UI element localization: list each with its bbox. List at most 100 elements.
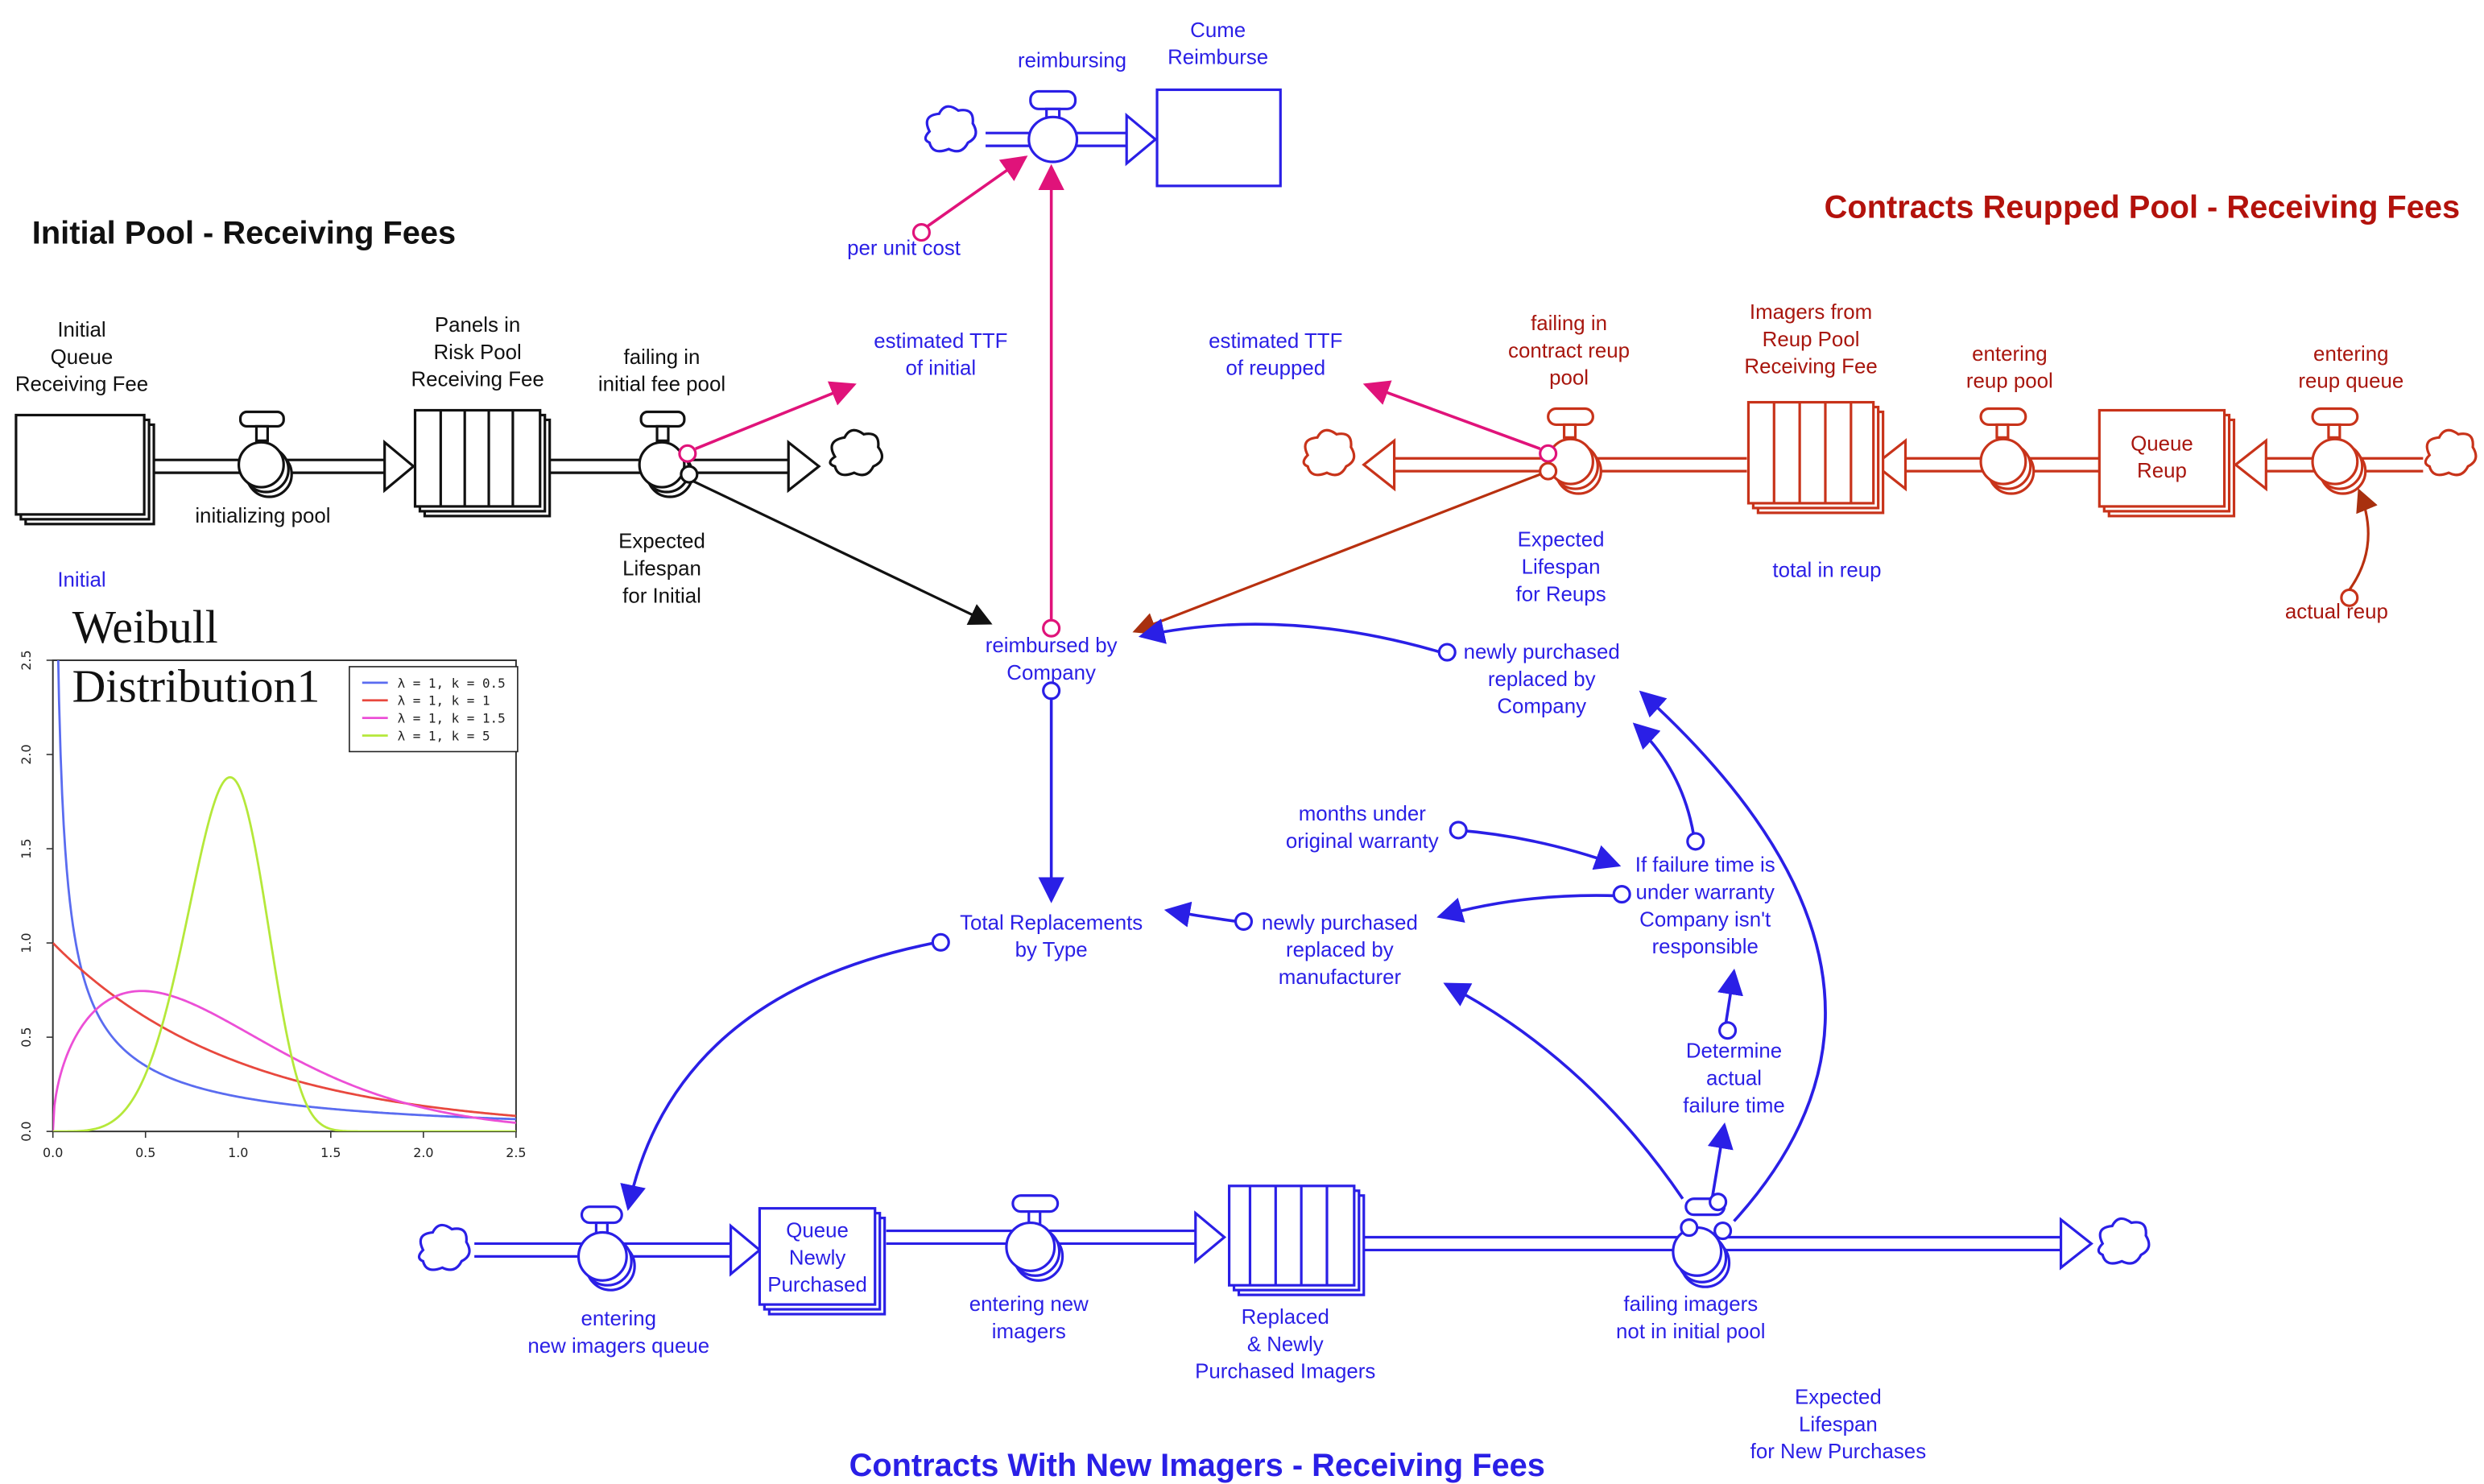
valve-entering-new-queue-icon[interactable] [577, 1205, 636, 1292]
valve-entering-reup-queue-icon[interactable] [2311, 407, 2367, 495]
flow-arrowhead [1873, 438, 1907, 492]
label-actual-reup: actual reup [2285, 601, 2388, 623]
cloud-source-reimburse-icon [924, 105, 977, 153]
chart-title-line1: Weibull [72, 602, 218, 653]
reup-pool-section [1302, 400, 2478, 518]
series-line-3 [52, 775, 516, 1132]
y-tick-label: 2.0 [19, 744, 34, 764]
cloud-sink-reup-icon [1302, 428, 1356, 477]
flow-arrowhead [2233, 438, 2267, 492]
flow-arrowhead [729, 1223, 762, 1277]
link-failing-to-ttf-initial [695, 381, 857, 450]
legend-label: λ = 1, k = 1 [398, 693, 490, 709]
cloud-sink-new-icon [2097, 1217, 2151, 1265]
y-tick-label: 2.5 [19, 650, 34, 670]
link-failing-to-reimbursed [692, 479, 993, 626]
weibull-chart: Weibull Distribution1 0.0 0.5 1.0 1.5 2.0 2.5… [19, 602, 527, 1160]
label-per-unit-cost: per unit cost [847, 237, 961, 259]
link-reup-to-reimbursed [1132, 473, 1541, 635]
x-tick-label: 2.5 [506, 1145, 526, 1160]
label-reimbursing: reimbursing [1018, 50, 1126, 72]
connector-origin [678, 444, 697, 463]
x-tick-label: 0.0 [43, 1145, 63, 1160]
chart-title-line2: Distribution1 [72, 662, 320, 713]
reup-pool-title: Contracts Reupped Pool - Receiving Fees [1825, 190, 2460, 225]
series-line-2 [52, 990, 516, 1132]
stock-queue-reup[interactable] [2098, 408, 2236, 518]
series-line-1 [52, 942, 516, 1118]
initial-pool-title: Initial Pool - Receiving Fees [32, 216, 456, 251]
y-tick-label: 1.0 [19, 932, 34, 953]
flow-arrowhead [1125, 112, 1158, 167]
stock-cume-reimburse[interactable] [1155, 88, 1282, 188]
y-tick-label: 0.5 [19, 1027, 34, 1047]
link-reup-to-ttf-reupped [1362, 380, 1541, 450]
plot-frame [52, 659, 517, 1133]
x-tick-label: 1.5 [320, 1145, 341, 1160]
label-initial: Initial [57, 568, 105, 591]
link-unit-cost-to-reimbursing [927, 155, 1028, 228]
valve-entering-reup-pool-icon[interactable] [1979, 407, 2036, 495]
valve-reimbursing-icon[interactable] [1027, 89, 1079, 163]
valve-initializing-pool-icon[interactable] [237, 410, 293, 498]
valve-entering-new-imagers-icon[interactable] [1005, 1194, 1064, 1282]
stock-queue-newly-purchased[interactable] [758, 1207, 887, 1316]
connector-origin [1539, 444, 1558, 463]
cloud-source-new-icon [417, 1223, 471, 1271]
label-total-in-reup: total in reup [1772, 560, 1881, 582]
stock-initial-queue[interactable] [14, 413, 155, 526]
valve-failing-reup-icon[interactable] [1547, 407, 1602, 495]
stock-replaced-newly-purchased[interactable] [1227, 1184, 1366, 1296]
connector-origin [1539, 461, 1558, 481]
cloud-source-reup-icon [2424, 428, 2478, 477]
new-imagers-title: Contracts With New Imagers - Receiving F… [849, 1448, 1545, 1483]
y-tick-label: 1.5 [19, 838, 34, 858]
logic-connectors [931, 643, 1738, 1040]
initial-pool-section [14, 408, 884, 526]
x-tick-label: 1.0 [228, 1145, 248, 1160]
stock-panels-risk-pool[interactable] [413, 408, 552, 518]
valve-failing-initial-icon[interactable] [638, 410, 699, 498]
link-actual-reup [2348, 488, 2378, 591]
x-tick-label: 0.5 [135, 1145, 155, 1160]
reimburse-section [924, 88, 1282, 188]
legend-label: λ = 1, k = 5 [398, 729, 490, 744]
logic-links [620, 618, 1827, 1222]
stock-imagers-reup-pool[interactable] [1746, 400, 1885, 515]
flow-arrowhead [1194, 1210, 1227, 1264]
valve-failing-imagers-icon[interactable] [1672, 1193, 1733, 1288]
label-initializing-pool: initializing pool [195, 505, 330, 527]
legend-label: λ = 1, k = 0.5 [398, 676, 506, 691]
connector-origin [911, 223, 931, 242]
new-imagers-section [417, 1184, 2151, 1316]
